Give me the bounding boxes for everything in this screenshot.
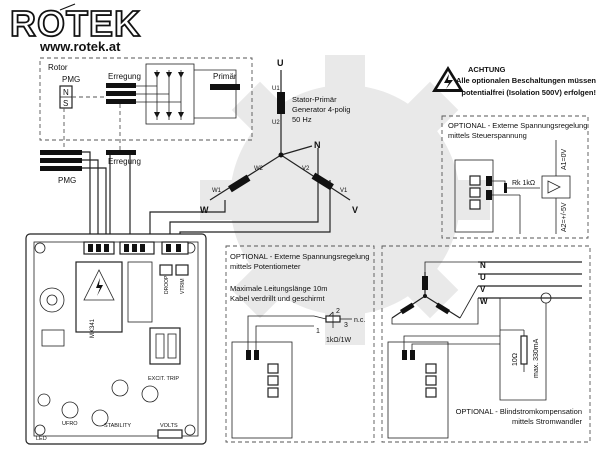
opt-control-line2: mittels Steuerspannung [448,131,527,140]
diode-bridge [154,70,184,120]
magnet-n-label: N [63,88,69,97]
stator-star: U N W V U1 U2 W1 W2 V2 V1 Stator-Primär … [200,58,358,215]
avr-droop-label: DROOP [164,275,170,294]
a2-label: A2=+/-5V [561,202,568,232]
rotek-logo: ROTEK [9,2,141,45]
winding-v2: V2 [302,166,310,172]
stator-erregung-coils: Erregung [106,104,141,166]
rotor-primaer-label: Primär [213,72,237,81]
stator-pmg-coils: PMG [40,108,82,185]
avr-ufro-label: UFRO [62,421,78,427]
avr-board: MX341 DROOP VTRIM EXCIT. TRIP UFRO STABI… [25,233,207,445]
logo-text: ROTEK [10,3,141,44]
optional-blindstrom-box: N U V W 10Ω max. 330mA OPTIONAL - Blinds… [381,245,591,443]
winding-w2: W2 [254,166,264,172]
stator-line3: 50 Hz [292,115,312,124]
avr-led-label: LED [36,436,47,442]
erregung-label: Erregung [108,157,141,166]
poti-value: 1kΩ/1W [326,337,351,344]
avr-excit-trip-label: EXCIT. TRIP [148,376,179,382]
stator-line1: Stator-Primär [292,95,337,104]
magnet-s-label: S [63,99,68,108]
poti-pin-3: 3 [344,322,348,329]
blind-v: V [480,285,486,294]
website-url: www.rotek.at [39,39,121,54]
blind-u: U [480,273,486,282]
warning-line2: potentialfrei (Isolation 500V) erfolgen! [461,88,596,97]
terminal-n: N [314,140,321,150]
opt-blind-line1: OPTIONAL - Blindstromkompensation [456,407,582,416]
rotor-title: Rotor [48,63,68,72]
opt-poti-line2: mittels Potentiometer [230,262,301,271]
avr-volts-label: VOLTS [160,423,178,429]
blind-max-current: max. 330mA [533,338,540,378]
blind-n: N [480,261,486,270]
warning-notice: ACHTUNG Alle optionalen Beschaltungen mü… [432,65,596,97]
winding-u2: U2 [272,120,280,126]
terminal-u: U [277,58,284,68]
pmg-label: PMG [58,176,76,185]
opt-control-line1: OPTIONAL - Externe Spannungsregelung [448,121,587,130]
winding-u1: U1 [272,86,280,92]
rk-label: Rk 1kΩ [512,180,535,187]
a1-label: A1=0V [561,148,568,170]
avr-model: MX341 [90,318,96,338]
opt-poti-line3: Maximale Leitungslänge 10m [230,284,328,293]
terminal-v: V [352,205,358,215]
optional-control-voltage-box: OPTIONAL - Externe Spannungsregelung mit… [441,115,589,239]
rotor-pmg-label: PMG [62,75,80,84]
avr-terminal-block [83,241,189,255]
opt-blind-line2: mittels Stromwandler [512,417,583,426]
opt-poti-line4: Kabel verdrillt und geschirmt [230,294,326,303]
blind-resistor: 10Ω [512,353,519,366]
winding-w1: W1 [212,188,222,194]
terminal-w: W [200,205,209,215]
blind-w: W [480,297,488,306]
avr-stability-label: STABILITY [104,423,131,429]
opt-poti-line1: OPTIONAL - Externe Spannungsregelung [230,252,369,261]
nc-label: n.c. [354,317,365,324]
poti-pin-2: 2 [336,308,340,315]
rotor-box: Rotor PMG N S Erregung Primär [39,57,253,141]
optional-potentiometer-box: OPTIONAL - Externe Spannungsregelung mit… [225,245,375,443]
avr-vtrim-label: VTRIM [180,278,186,294]
warning-title: ACHTUNG [468,65,506,74]
poti-pin-1: 1 [316,328,320,335]
rotor-erregung-label: Erregung [108,72,141,81]
winding-v1: V1 [340,188,348,194]
warning-line1: Alle optionalen Beschaltungen müssen [456,76,596,85]
stator-line2: Generator 4-polig [292,105,350,114]
